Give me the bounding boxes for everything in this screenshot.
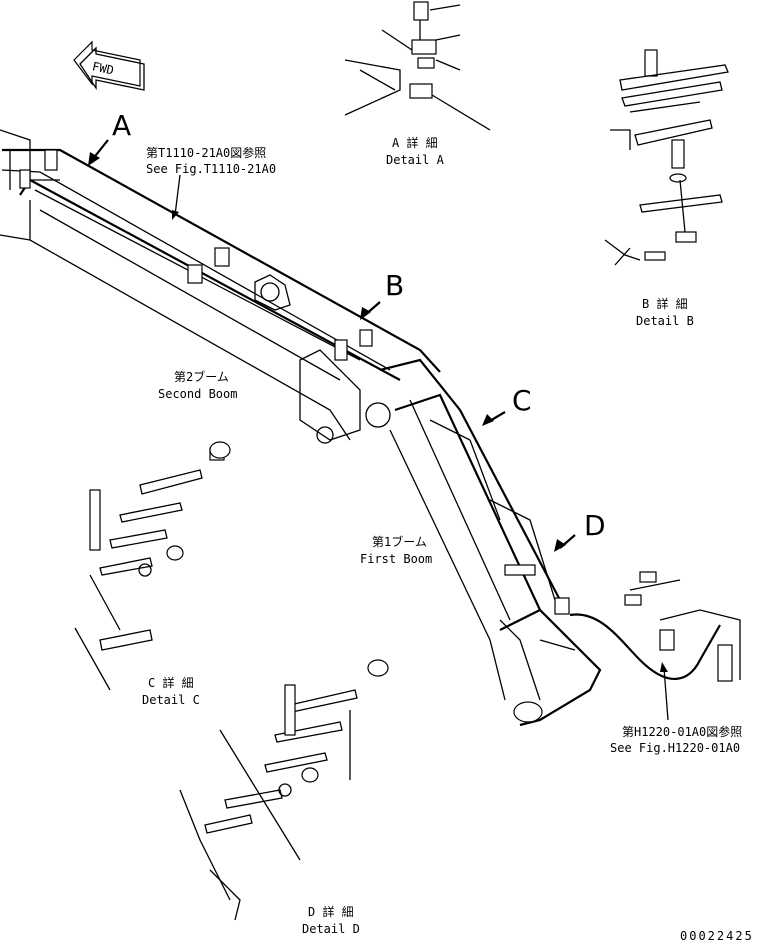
- fwd-arrow-icon: [73, 40, 145, 91]
- first-boom-label-jp: 第1ブーム: [372, 534, 427, 549]
- second-boom-label-en: Second Boom: [158, 387, 237, 401]
- detail-b-label-en: Detail B: [636, 314, 694, 328]
- reference-2-jp: 第H1220-01A0図参照: [622, 724, 742, 739]
- fwd-label: FWD: [91, 59, 115, 77]
- detail-a-drawing: [344, 1, 491, 131]
- detail-c-label-jp: C 詳 細: [148, 675, 194, 690]
- second-boom-label-jp: 第2ブーム: [174, 369, 229, 384]
- detail-d-label-jp: D 詳 細: [308, 904, 354, 919]
- first-boom-label-en: First Boom: [360, 552, 432, 566]
- detail-a-label-en: Detail A: [386, 153, 445, 167]
- reference-leader-1: [174, 174, 181, 216]
- reference-2-en: See Fig.H1220-01A0: [610, 741, 740, 755]
- reference-1-jp: 第T1110-21A0図参照: [146, 145, 266, 160]
- detail-b-drawing: [604, 49, 729, 266]
- second-boom-drawing: [0, 129, 441, 444]
- hose-drawing: [569, 571, 741, 682]
- detail-a-label-jp: A 詳 細: [392, 135, 438, 150]
- reference-leader-2: [663, 667, 669, 721]
- detail-c-drawing: [74, 441, 231, 691]
- detail-d-drawing: [179, 659, 389, 921]
- view-marker-c: C: [512, 384, 532, 417]
- drawing-number: 00022425: [680, 929, 754, 943]
- detail-d-label-en: Detail D: [302, 922, 360, 936]
- view-marker-a: A: [112, 109, 131, 142]
- view-marker-d: D: [584, 509, 606, 542]
- view-marker-arrows: [88, 139, 576, 552]
- reference-1-en: See Fig.T1110-21A0: [146, 162, 276, 176]
- view-marker-b: B: [385, 269, 404, 302]
- first-boom-drawing: [379, 358, 602, 727]
- detail-c-label-en: Detail C: [142, 693, 200, 707]
- detail-b-label-jp: B 詳 細: [642, 296, 688, 311]
